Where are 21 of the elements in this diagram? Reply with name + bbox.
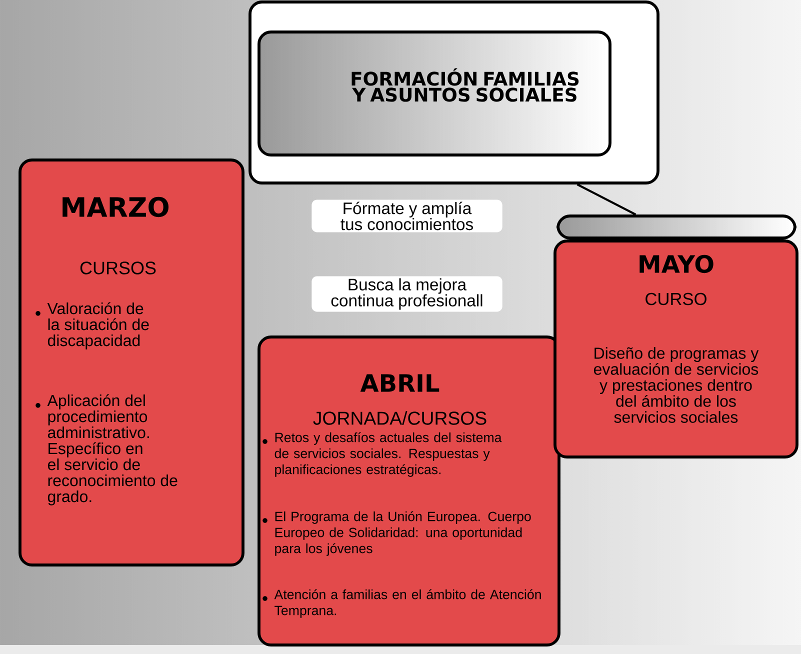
month-card [554, 240, 798, 458]
note-text: Fórmate y amplía tus conocimientos [312, 200, 502, 232]
subheading: CURSOS [80, 262, 156, 274]
month-card [258, 336, 560, 646]
month-heading: MARZO [62, 196, 169, 218]
month-heading: MAYO [640, 254, 714, 274]
connector-line [576, 184, 636, 216]
description: Diseño de programas y evaluación de servicios y prestaciones dentro del ámbito de los servicios sociales [594, 347, 759, 423]
bullet-item: Retos y desafíos actuales del sistema de servicios sociales. Respuestas y planificaciones estratégicas. [262, 432, 502, 477]
bullet-item: Atención a familias en el ámbito de Atención Temprana. [262, 589, 541, 618]
note-text: Busca la mejora continua profesionall [312, 276, 502, 312]
bullet-item: El Programa de la Unión Europea. Cuerpo Europeo de Solidaridad: una oportunidad para los jóvenes [262, 511, 531, 556]
bullet-item: Aplicación del procedimiento administrativo. Específico en el servicio de reconocimiento de grado. [36, 394, 178, 506]
subheading: JORNADA/CURSOS [313, 411, 486, 425]
title-box [556, 214, 796, 240]
title-text: FORMACIÓN FAMILIAS Y ASUNTOS SOCIALES [352, 68, 579, 102]
title-box [258, 30, 612, 156]
subheading: CURSO [646, 292, 706, 306]
month-heading: ABRIL [360, 374, 440, 392]
bullet-item: Valoración de la situación de discapacidad [36, 302, 149, 350]
month-card [18, 158, 244, 566]
